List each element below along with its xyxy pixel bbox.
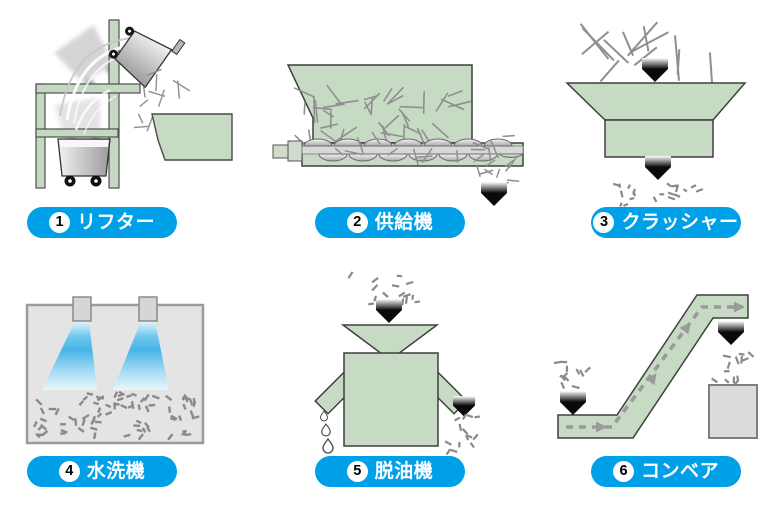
washer-illustration — [25, 296, 205, 445]
step-number-badge: 2 — [346, 212, 368, 233]
step-label-text: クラッシャー — [621, 212, 739, 233]
feeder-trough-chips — [320, 129, 515, 166]
down-arrow-icon — [645, 156, 671, 180]
lifter-receiving-bin — [151, 113, 233, 161]
step-label-crusher: 3 クラッシャー — [591, 207, 741, 238]
crusher-funnel — [565, 82, 747, 121]
crusher-crushed-chips — [612, 182, 704, 208]
step-label-text: リフター — [76, 212, 155, 233]
conveyor-illustration — [553, 294, 758, 439]
feeder-outlet-chips — [476, 156, 520, 189]
crusher-body — [604, 119, 714, 158]
step-label-deoiler: 5 脱油機 — [315, 456, 465, 487]
step-label-text: 水洗機 — [86, 461, 146, 482]
crusher-long-chips — [579, 21, 714, 84]
collection-box — [708, 384, 758, 439]
down-arrow-icon — [481, 182, 507, 206]
step-label-feeder: 2 供給機 — [315, 207, 465, 238]
crusher-illustration — [565, 21, 747, 208]
step-number-badge: 4 — [58, 461, 80, 482]
spray-nozzle — [72, 296, 92, 322]
down-arrow-icon — [560, 391, 586, 415]
step-label-lifter: 1 リフター — [27, 207, 177, 238]
deoiler-body — [343, 352, 439, 447]
lifter-cart — [57, 138, 111, 187]
down-arrow-icon — [452, 396, 476, 417]
washer-chips — [32, 390, 200, 441]
oil-drops-icon — [320, 410, 334, 454]
down-arrow-icon — [718, 321, 744, 345]
step-label-washer: 4 水洗機 — [27, 456, 177, 487]
conveyor-flow-dashes — [566, 305, 743, 429]
step-number-badge: 6 — [612, 461, 634, 482]
conveyor-belt — [557, 294, 749, 439]
deoiler-illustration — [314, 271, 481, 456]
step-number-badge: 3 — [593, 212, 615, 233]
down-arrow-icon — [642, 58, 668, 82]
lifter-tipping-cart — [108, 26, 186, 89]
step-label-text: 脱油機 — [374, 461, 434, 482]
step-label-conveyor: 6 コンベア — [591, 456, 741, 487]
spray-cone — [42, 321, 97, 390]
step-label-text: 供給機 — [374, 212, 434, 233]
deoiler-funnel — [340, 324, 440, 361]
conveyor-input-chips — [553, 360, 591, 396]
lifter-illustration — [35, 19, 233, 189]
deoiler-output-chips — [444, 413, 481, 456]
step-label-text: コンベア — [640, 461, 719, 482]
step-number-badge: 1 — [48, 212, 70, 233]
spray-nozzle — [138, 296, 158, 322]
feeder-hopper-chips — [293, 84, 472, 151]
down-arrow-icon — [376, 299, 402, 323]
conveyor-output-chips — [711, 351, 755, 386]
step-number-badge: 5 — [346, 461, 368, 482]
spray-cone — [113, 321, 169, 390]
feeder-illustration — [272, 64, 525, 206]
